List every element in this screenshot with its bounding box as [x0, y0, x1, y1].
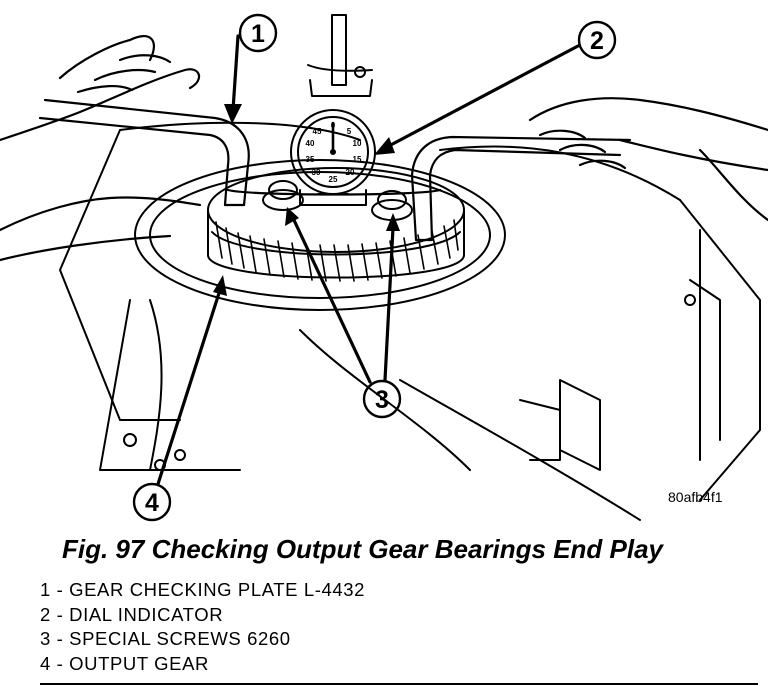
dial-number: 30 — [312, 168, 321, 177]
output-gear — [207, 167, 465, 282]
dial-number: 45 — [313, 127, 322, 136]
callout-circle-4 — [132, 482, 172, 522]
callout-circle-3 — [362, 379, 402, 419]
legend: 1 - GEAR CHECKING PLATE L-4432 2 - DIAL … — [40, 578, 365, 676]
callout-number-2: 2 — [590, 27, 604, 55]
dial-number: 25 — [329, 175, 338, 184]
dial-number: 10 — [353, 139, 362, 148]
right-hand — [528, 97, 768, 222]
gear-endplay-illustration: 1 2 3 4 0 5 10 15 20 25 30 35 40 45 — [0, 13, 768, 522]
legend-item: 4 - OUTPUT GEAR — [40, 652, 210, 674]
figure-caption: Fig. 97 Checking Output Gear Bearings En… — [62, 534, 664, 564]
arrowheads — [213, 104, 400, 296]
dial-indicator — [290, 14, 376, 206]
gear-checking-plate — [38, 98, 632, 242]
bottom-rule — [40, 683, 758, 685]
callout-number-1: 1 — [251, 20, 265, 48]
figure-code: 80afb4f1 — [668, 489, 723, 505]
dial-number: 20 — [346, 168, 355, 177]
callout-number-4: 4 — [145, 489, 159, 517]
left-hand — [0, 35, 202, 262]
leader-lines — [156, 34, 580, 486]
callout-circle-1 — [238, 13, 278, 53]
callout-number-3: 3 — [375, 386, 389, 414]
dial-number: 5 — [347, 127, 352, 136]
dial-number: 0 — [331, 121, 336, 130]
legend-item: 3 - SPECIAL SCREWS 6260 — [40, 628, 291, 649]
legend-item: 1 - GEAR CHECKING PLATE L-4432 — [40, 579, 366, 600]
dial-number: 40 — [306, 139, 315, 148]
callout-circle-2 — [577, 20, 617, 60]
case-flange — [134, 159, 506, 311]
legend-item: 2 - DIAL INDICATOR — [40, 603, 224, 625]
special-screw-left — [262, 180, 304, 211]
dial-number: 35 — [306, 155, 315, 164]
dial-number: 15 — [353, 155, 362, 164]
